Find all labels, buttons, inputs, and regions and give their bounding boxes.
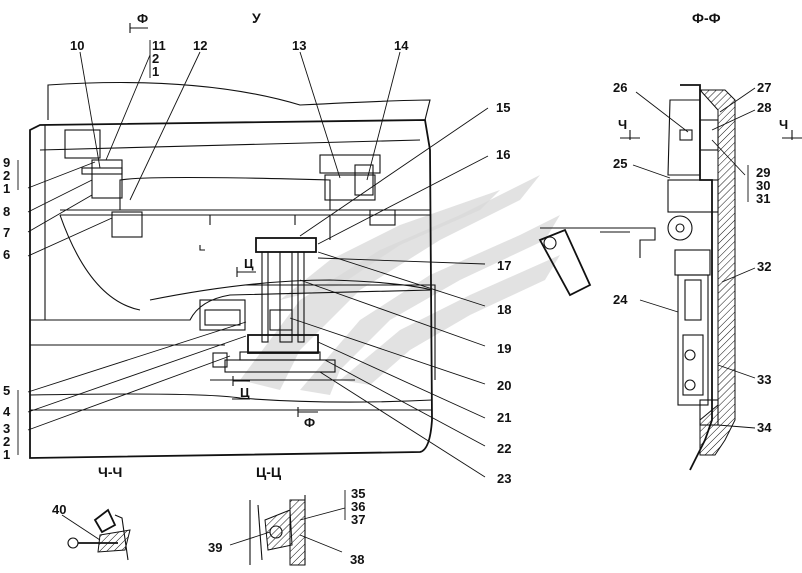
callout-2-top: 2 <box>152 51 160 66</box>
callout-1-bottom: 1 <box>3 447 11 462</box>
callout-29: 29 <box>756 165 771 180</box>
callout-26: 26 <box>613 80 628 95</box>
callout-5: 5 <box>3 383 11 398</box>
main-view <box>29 23 436 459</box>
callout-32: 32 <box>757 259 772 274</box>
callout-2-left: 2 <box>3 168 11 183</box>
callout-3: 3 <box>3 421 11 436</box>
callout-22: 22 <box>497 441 512 456</box>
section-ff <box>538 84 802 471</box>
callout-7: 7 <box>3 225 11 240</box>
callout-4: 4 <box>3 404 11 419</box>
watermark-logo <box>240 175 560 395</box>
callout-20: 20 <box>497 378 512 393</box>
callout-1-left: 1 <box>3 181 11 196</box>
callout-25: 25 <box>613 156 628 171</box>
callout-24: 24 <box>613 292 628 307</box>
callout-37: 37 <box>351 512 366 527</box>
callout-16: 16 <box>496 147 511 162</box>
callout-34: 34 <box>757 420 772 435</box>
section-title-chch: Ч-Ч <box>98 464 123 480</box>
callout-39: 39 <box>208 540 223 555</box>
callout-40: 40 <box>52 502 67 517</box>
callout-27: 27 <box>757 80 772 95</box>
callout-12: 12 <box>193 38 208 53</box>
callout-10: 10 <box>70 38 85 53</box>
callout-8: 8 <box>3 204 11 219</box>
section-chch <box>61 508 131 561</box>
callout-30: 30 <box>756 178 771 193</box>
view-title-u: У <box>252 10 261 26</box>
callout-28: 28 <box>757 100 772 115</box>
mark-ts-lower: Ц <box>240 385 250 400</box>
leader-lines <box>17 40 489 478</box>
callout-23: 23 <box>497 471 512 486</box>
callout-33: 33 <box>757 372 772 387</box>
callout-14: 14 <box>394 38 409 53</box>
callout-35: 35 <box>351 486 366 501</box>
mark-ch-left: Ч <box>618 117 628 132</box>
callout-2-bottom: 2 <box>3 434 11 449</box>
section-tsts <box>229 490 346 566</box>
callout-11: 11 <box>152 38 166 53</box>
callout-21: 21 <box>497 410 512 425</box>
callout-6: 6 <box>3 247 11 262</box>
callout-18: 18 <box>497 302 512 317</box>
callout-19: 19 <box>497 341 512 356</box>
callout-9: 9 <box>3 155 11 170</box>
section-title-tsts: Ц-Ц <box>256 464 282 480</box>
callout-31: 31 <box>756 191 771 206</box>
section-title-ff: Ф-Ф <box>692 10 721 26</box>
mark-f-bottom: Ф <box>304 415 316 430</box>
mark-ts-upper: Ц <box>244 256 254 271</box>
callout-17: 17 <box>497 258 512 273</box>
callout-36: 36 <box>351 499 366 514</box>
callout-13: 13 <box>292 38 307 53</box>
callout-15: 15 <box>496 100 511 115</box>
callout-38: 38 <box>350 552 365 567</box>
mark-f-top: Ф <box>137 11 149 26</box>
mark-ch-right: Ч <box>779 117 789 132</box>
callout-1-top: 1 <box>152 64 160 79</box>
